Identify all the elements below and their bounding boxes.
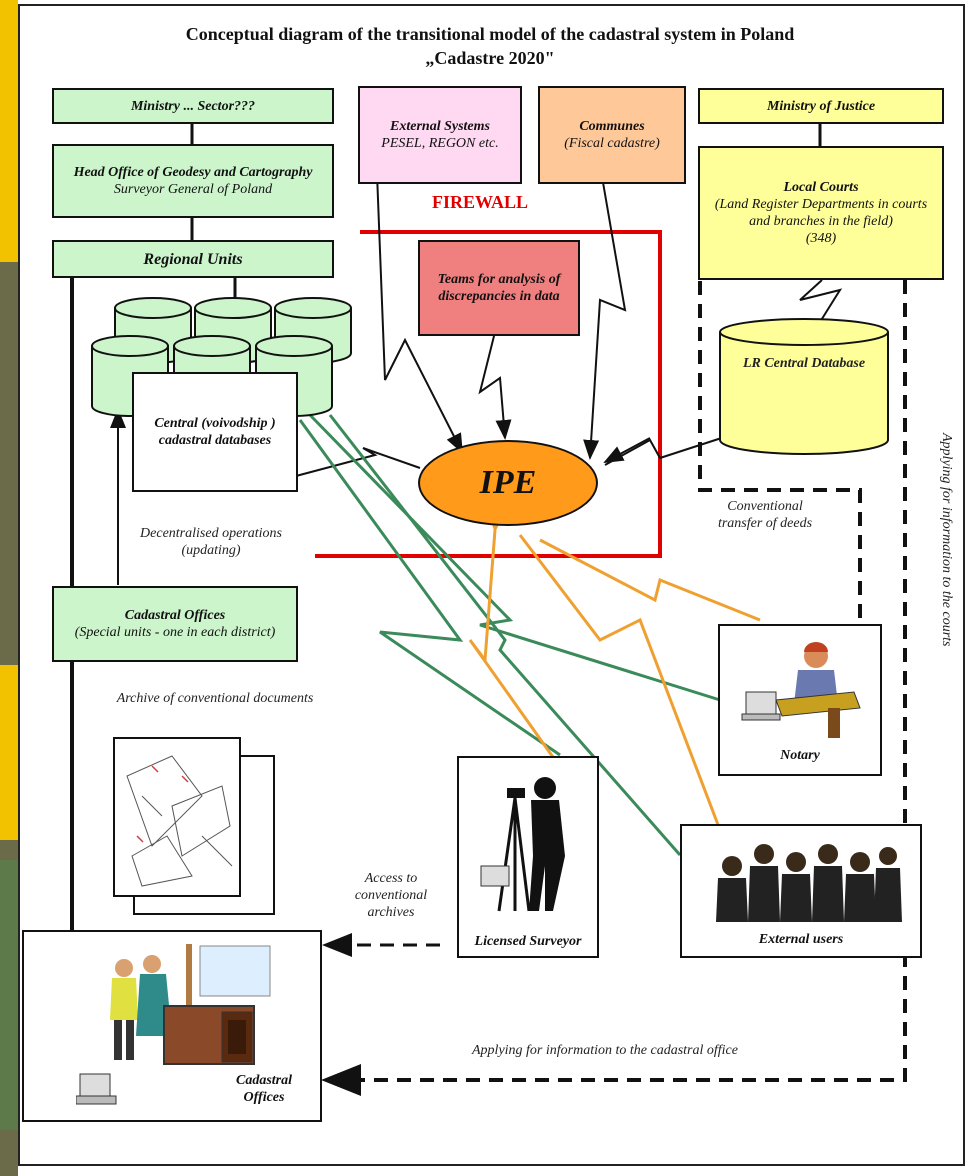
cadastral-offices-box: Cadastral Offices [22,930,322,1122]
communes-title: Communes [579,119,645,134]
applying-cadastral-label: Applying for information to the cadastra… [472,1043,738,1058]
title-line-1: Conceptual diagram of the transitional m… [185,24,795,44]
background-strip-map [0,860,18,1130]
notary-label: Notary [780,748,820,763]
link-orange-external [518,534,722,831]
licensed-surveyor-label: Licensed Surveyor [474,934,582,949]
central-databases-box: Central (voivodship ) cadastral database… [132,372,298,492]
external-systems-title: External Systems [390,119,490,134]
ministry-sector-box: Ministry ... Sector??? [52,88,334,124]
ipe-node: IPE [418,440,598,526]
ministry-justice-label: Ministry of Justice [766,98,876,114]
dashed-deeds [698,235,862,625]
local-courts-count: (348) [805,231,837,246]
link-lr-ipe [603,437,651,463]
link-green-surveyor [298,419,561,757]
ipe-label: IPE [479,464,537,501]
decentralised-label: Decentralised operations (updating) [140,526,282,558]
head-office-box: Head Office of Geodesy and Cartography S… [52,144,334,218]
background-strip-yellow [0,0,18,262]
computer-icon [76,1073,117,1105]
regional-units-box: Regional Units [52,240,334,278]
notary-illustration [741,642,861,738]
communes-sub: (Fiscal cadastre) [564,136,660,151]
firewall-label: FIREWALL [432,192,529,212]
access-archives-label: Access to conventional archives [354,871,428,920]
regional-units-label: Regional Units [143,250,243,268]
local-courts-box: Local Courts (Land Register Departments … [698,146,944,280]
title-line-2: „Cadastre 2020" [425,48,555,68]
licensed-surveyor-box: Licensed Surveyor [457,756,599,958]
link-teams-ipe [478,331,512,440]
link-orange-notary [539,538,761,622]
cadastral-offices-special-box: Cadastral Offices (Special units - one i… [52,586,298,662]
surveyor-illustration [480,777,565,912]
cadastral-offices-special-title: Cadastral Offices [124,608,226,623]
conventional-transfer-label: Conventional transfer of deeds [717,499,813,531]
link-central-ipe [295,447,421,477]
dashed-applying-cadastral [321,930,907,1096]
local-courts-sub: (Land Register Departments in courts and… [714,197,928,229]
head-office-sub: Surveyor General of Poland [113,182,273,197]
lr-database-icon [719,318,889,455]
notary-box: Notary [718,624,882,776]
local-courts-title: Local Courts [783,180,859,195]
archive-label: Archive of conventional documents [116,691,314,706]
external-users-illustration [716,844,902,922]
central-databases-label: Central (voivodship ) cadastral database… [154,416,276,448]
ministry-justice-box: Ministry of Justice [698,88,944,124]
external-users-label: External users [758,932,844,947]
archive-documents-icon [113,737,275,915]
external-users-box: External users [680,824,922,958]
head-office-title: Head Office of Geodesy and Cartography [73,165,313,180]
lr-database-label: LR Central Database [742,356,866,371]
communes-box: Communes (Fiscal cadastre) [538,86,686,184]
link-green-external [328,414,682,856]
cadastral-offices-label: Cadastral Offices [235,1073,292,1105]
cadastral-offices-special-sub: (Special units - one in each district) [74,625,276,640]
background-strip-yellow [0,665,18,840]
diagram-title: Conceptual diagram of the transitional m… [40,22,940,70]
applying-courts-label: Applying for information to the courts [939,433,954,647]
cadastral-office-illustration [110,944,271,1065]
teams-box: Teams for analysis of discrepancies in d… [418,240,580,336]
link-communes-ipe [583,164,627,460]
link-courts-lr [799,279,843,323]
teams-label: Teams for analysis of discrepancies in d… [437,272,561,304]
firewall-line [315,230,662,558]
external-systems-sub: PESEL, REGON etc. [381,136,499,151]
link-external-ipe [374,121,463,454]
link-orange-surveyor [468,502,557,761]
external-systems-box: External Systems PESEL, REGON etc. [358,86,522,184]
ministry-sector-label: Ministry ... Sector??? [130,98,256,114]
